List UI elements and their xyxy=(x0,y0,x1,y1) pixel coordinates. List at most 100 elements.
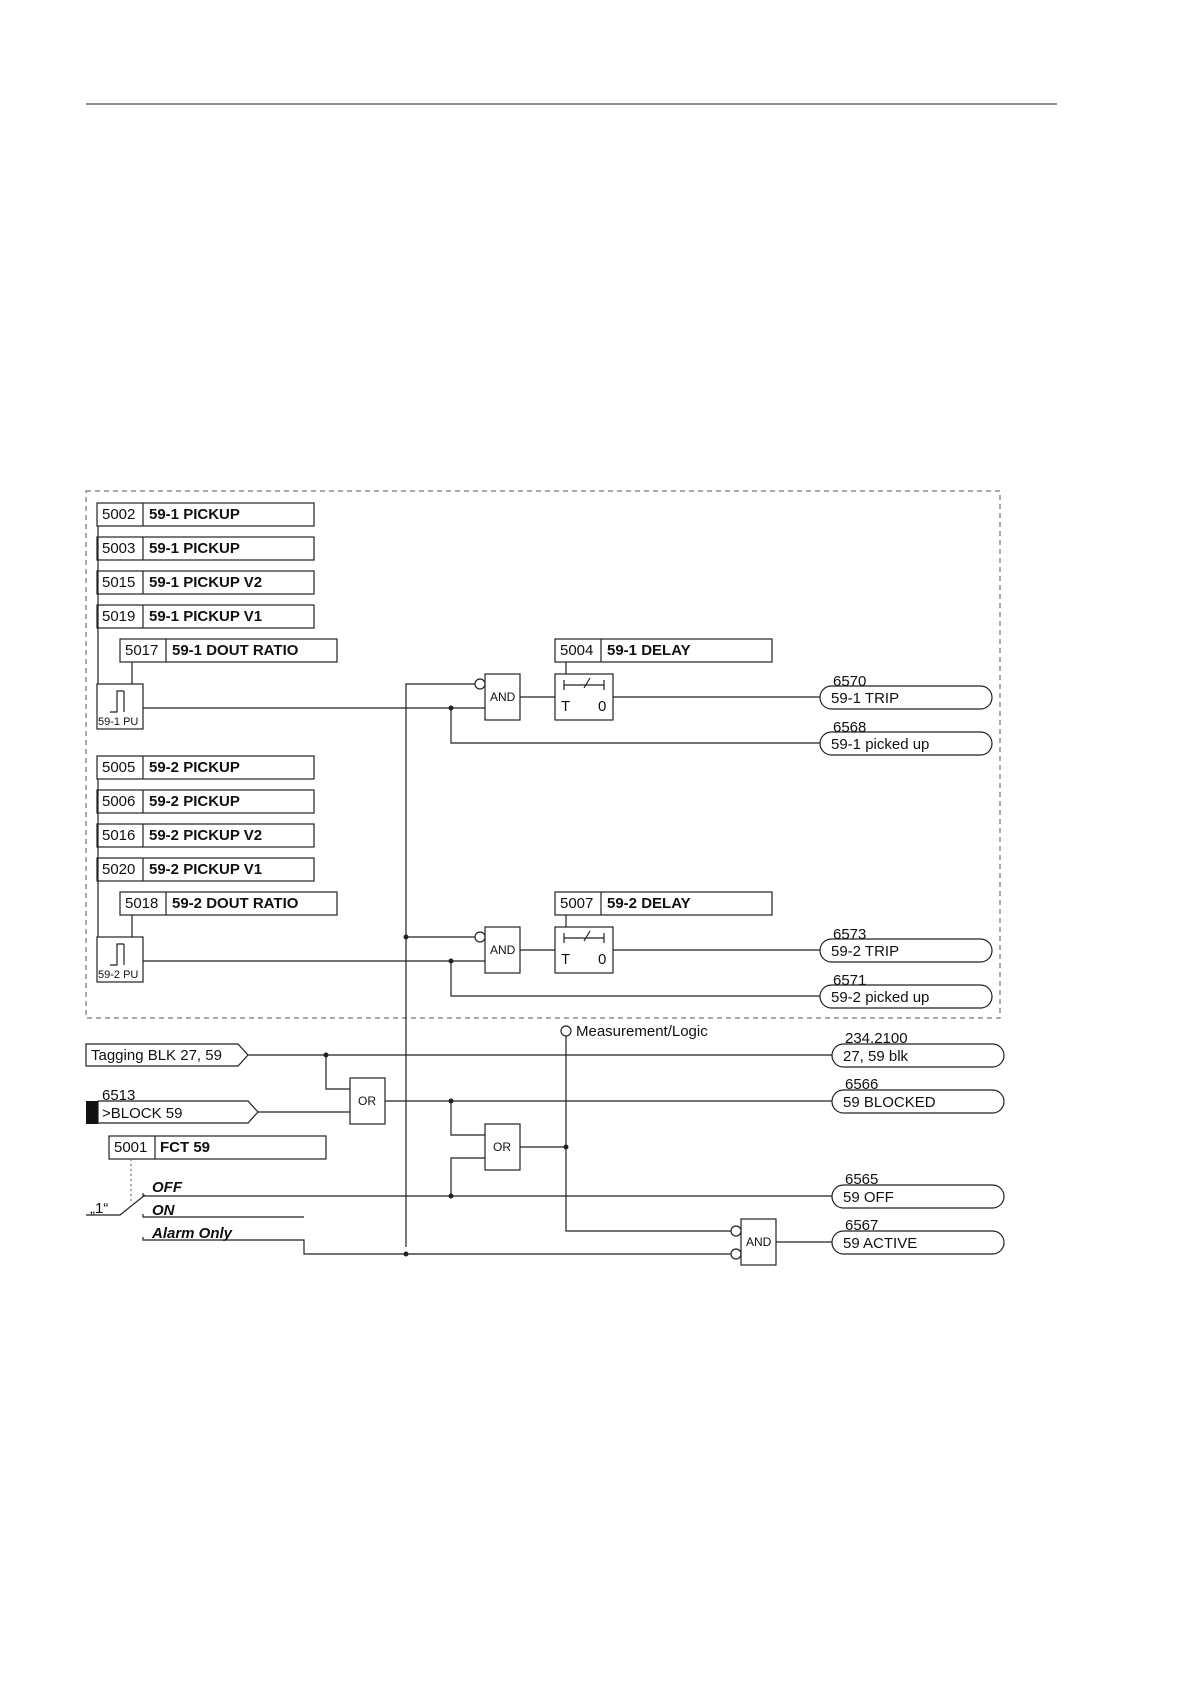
output-6565: 6565 59 OFF xyxy=(831,1171,1005,1209)
and-gate-active: AND xyxy=(740,1218,777,1266)
svg-text:5001: 5001 xyxy=(114,1139,147,1156)
svg-text:5016: 5016 xyxy=(102,827,135,844)
output-6570: 6570 59-1 TRIP xyxy=(819,673,993,710)
setting-5019: 5019 59-1 PICKUP V1 xyxy=(96,604,315,629)
measurement-inverter xyxy=(560,1025,572,1037)
junction xyxy=(403,1251,409,1257)
timer-59-1: T 0 xyxy=(554,673,614,721)
svg-text:59-1 picked up: 59-1 picked up xyxy=(831,736,929,753)
svg-text:59-2 PICKUP V2: 59-2 PICKUP V2 xyxy=(149,827,262,844)
input-tagging-blk: Tagging BLK 27, 59 xyxy=(85,1043,249,1067)
svg-text:OR: OR xyxy=(493,1140,511,1154)
svg-text:Alarm Only: Alarm Only xyxy=(151,1225,233,1242)
and-gate-59-1: AND xyxy=(484,673,521,721)
svg-text:59-2 DELAY: 59-2 DELAY xyxy=(607,895,691,912)
setting-5006: 5006 59-2 PICKUP xyxy=(96,789,315,814)
svg-text:59-1 TRIP: 59-1 TRIP xyxy=(831,690,899,707)
svg-text:59-1 PU: 59-1 PU xyxy=(98,716,138,728)
output-234-2100: 234.2100 27, 59 blk xyxy=(831,1030,1005,1068)
setting-5018: 5018 59-2 DOUT RATIO xyxy=(119,891,338,916)
setting-5005: 5005 59-2 PICKUP xyxy=(96,755,315,780)
svg-text:FCT 59: FCT 59 xyxy=(160,1139,210,1156)
output-6567: 6567 59 ACTIVE xyxy=(831,1217,1005,1255)
or-gate-active: OR xyxy=(484,1123,521,1171)
svg-text:59-2 TRIP: 59-2 TRIP xyxy=(831,943,899,960)
svg-text:59-1 PICKUP: 59-1 PICKUP xyxy=(149,506,240,523)
svg-text:234.2100: 234.2100 xyxy=(845,1030,908,1047)
svg-text:OR: OR xyxy=(358,1094,376,1108)
output-6573: 6573 59-2 TRIP xyxy=(819,926,993,963)
svg-text:59 BLOCKED: 59 BLOCKED xyxy=(843,1094,936,1111)
setting-5020: 5020 59-2 PICKUP V1 xyxy=(96,857,315,882)
svg-text:6565: 6565 xyxy=(845,1171,878,1188)
svg-text:59-1 DELAY: 59-1 DELAY xyxy=(607,642,691,659)
svg-text:„1“: „1“ xyxy=(90,1200,108,1217)
svg-text:6566: 6566 xyxy=(845,1076,878,1093)
svg-text:T: T xyxy=(561,951,570,968)
setting-5016: 5016 59-2 PICKUP V2 xyxy=(96,823,315,848)
output-6568: 6568 59-1 picked up xyxy=(819,719,993,756)
svg-text:AND: AND xyxy=(746,1235,772,1249)
svg-text:59-2 PU: 59-2 PU xyxy=(98,969,138,981)
svg-text:AND: AND xyxy=(490,690,516,704)
svg-text:59-1 PICKUP: 59-1 PICKUP xyxy=(149,540,240,557)
measurement-label: Measurement/Logic xyxy=(576,1023,708,1040)
svg-text:Tagging BLK 27, 59: Tagging BLK 27, 59 xyxy=(91,1047,222,1064)
svg-text:OFF: OFF xyxy=(152,1179,183,1196)
svg-text:AND: AND xyxy=(490,943,516,957)
svg-text:5007: 5007 xyxy=(560,895,593,912)
svg-text:5017: 5017 xyxy=(125,642,158,659)
setting-5015: 5015 59-1 PICKUP V2 xyxy=(96,570,315,595)
setting-5017: 5017 59-1 DOUT RATIO xyxy=(119,638,338,663)
or-gate-block: OR xyxy=(349,1077,386,1125)
svg-text:59 OFF: 59 OFF xyxy=(843,1189,894,1206)
junction xyxy=(403,934,409,940)
function-switch: „1“ OFF ON Alarm Only xyxy=(86,1179,832,1255)
timer-59-2: T 0 xyxy=(554,926,614,974)
setting-5003: 5003 59-1 PICKUP xyxy=(96,536,315,561)
output-6566: 6566 59 BLOCKED xyxy=(831,1076,1005,1114)
svg-text:T: T xyxy=(561,698,570,715)
svg-text:59-1 DOUT RATIO: 59-1 DOUT RATIO xyxy=(172,642,299,659)
svg-text:0: 0 xyxy=(598,698,606,715)
svg-text:5020: 5020 xyxy=(102,861,135,878)
setting-5007: 5007 59-2 DELAY xyxy=(554,891,773,916)
inverter-active-2 xyxy=(730,1248,742,1260)
junction xyxy=(563,1144,569,1150)
svg-text:59-1 PICKUP V2: 59-1 PICKUP V2 xyxy=(149,574,262,591)
setting-5004: 5004 59-1 DELAY xyxy=(554,638,773,663)
inverter-59-2 xyxy=(474,931,486,943)
svg-text:5005: 5005 xyxy=(102,759,135,776)
inverter-active-1 xyxy=(730,1225,742,1237)
setting-5001: 5001 FCT 59 xyxy=(108,1135,327,1160)
svg-text:5019: 5019 xyxy=(102,608,135,625)
output-6571: 6571 59-2 picked up xyxy=(819,972,993,1009)
junction xyxy=(448,958,454,964)
svg-text:27, 59 blk: 27, 59 blk xyxy=(843,1048,909,1065)
junction xyxy=(448,705,454,711)
svg-text:5018: 5018 xyxy=(125,895,158,912)
svg-text:59 ACTIVE: 59 ACTIVE xyxy=(843,1235,917,1252)
svg-text:5006: 5006 xyxy=(102,793,135,810)
svg-text:5002: 5002 xyxy=(102,506,135,523)
svg-text:59-1 PICKUP V1: 59-1 PICKUP V1 xyxy=(149,608,262,625)
svg-text:59-2 picked up: 59-2 picked up xyxy=(831,989,929,1006)
pickup-block-59-1: 59-1 PU xyxy=(96,683,144,730)
input-block-59: 6513 >BLOCK 59 xyxy=(86,1087,259,1124)
svg-text:5015: 5015 xyxy=(102,574,135,591)
svg-text:6567: 6567 xyxy=(845,1217,878,1234)
svg-text:59-2 PICKUP V1: 59-2 PICKUP V1 xyxy=(149,861,262,878)
svg-text:59-2 PICKUP: 59-2 PICKUP xyxy=(149,759,240,776)
setting-5002: 5002 59-1 PICKUP xyxy=(96,502,315,527)
svg-text:0: 0 xyxy=(598,951,606,968)
svg-text:5003: 5003 xyxy=(102,540,135,557)
inverter-59-1 xyxy=(474,678,486,690)
svg-text:59-2 DOUT RATIO: 59-2 DOUT RATIO xyxy=(172,895,299,912)
pickup-block-59-2: 59-2 PU xyxy=(96,936,144,983)
svg-text:ON: ON xyxy=(152,1202,176,1219)
svg-text:>BLOCK 59: >BLOCK 59 xyxy=(102,1105,182,1122)
svg-text:59-2 PICKUP: 59-2 PICKUP xyxy=(149,793,240,810)
and-gate-59-2: AND xyxy=(484,926,521,974)
svg-text:6513: 6513 xyxy=(102,1087,135,1104)
